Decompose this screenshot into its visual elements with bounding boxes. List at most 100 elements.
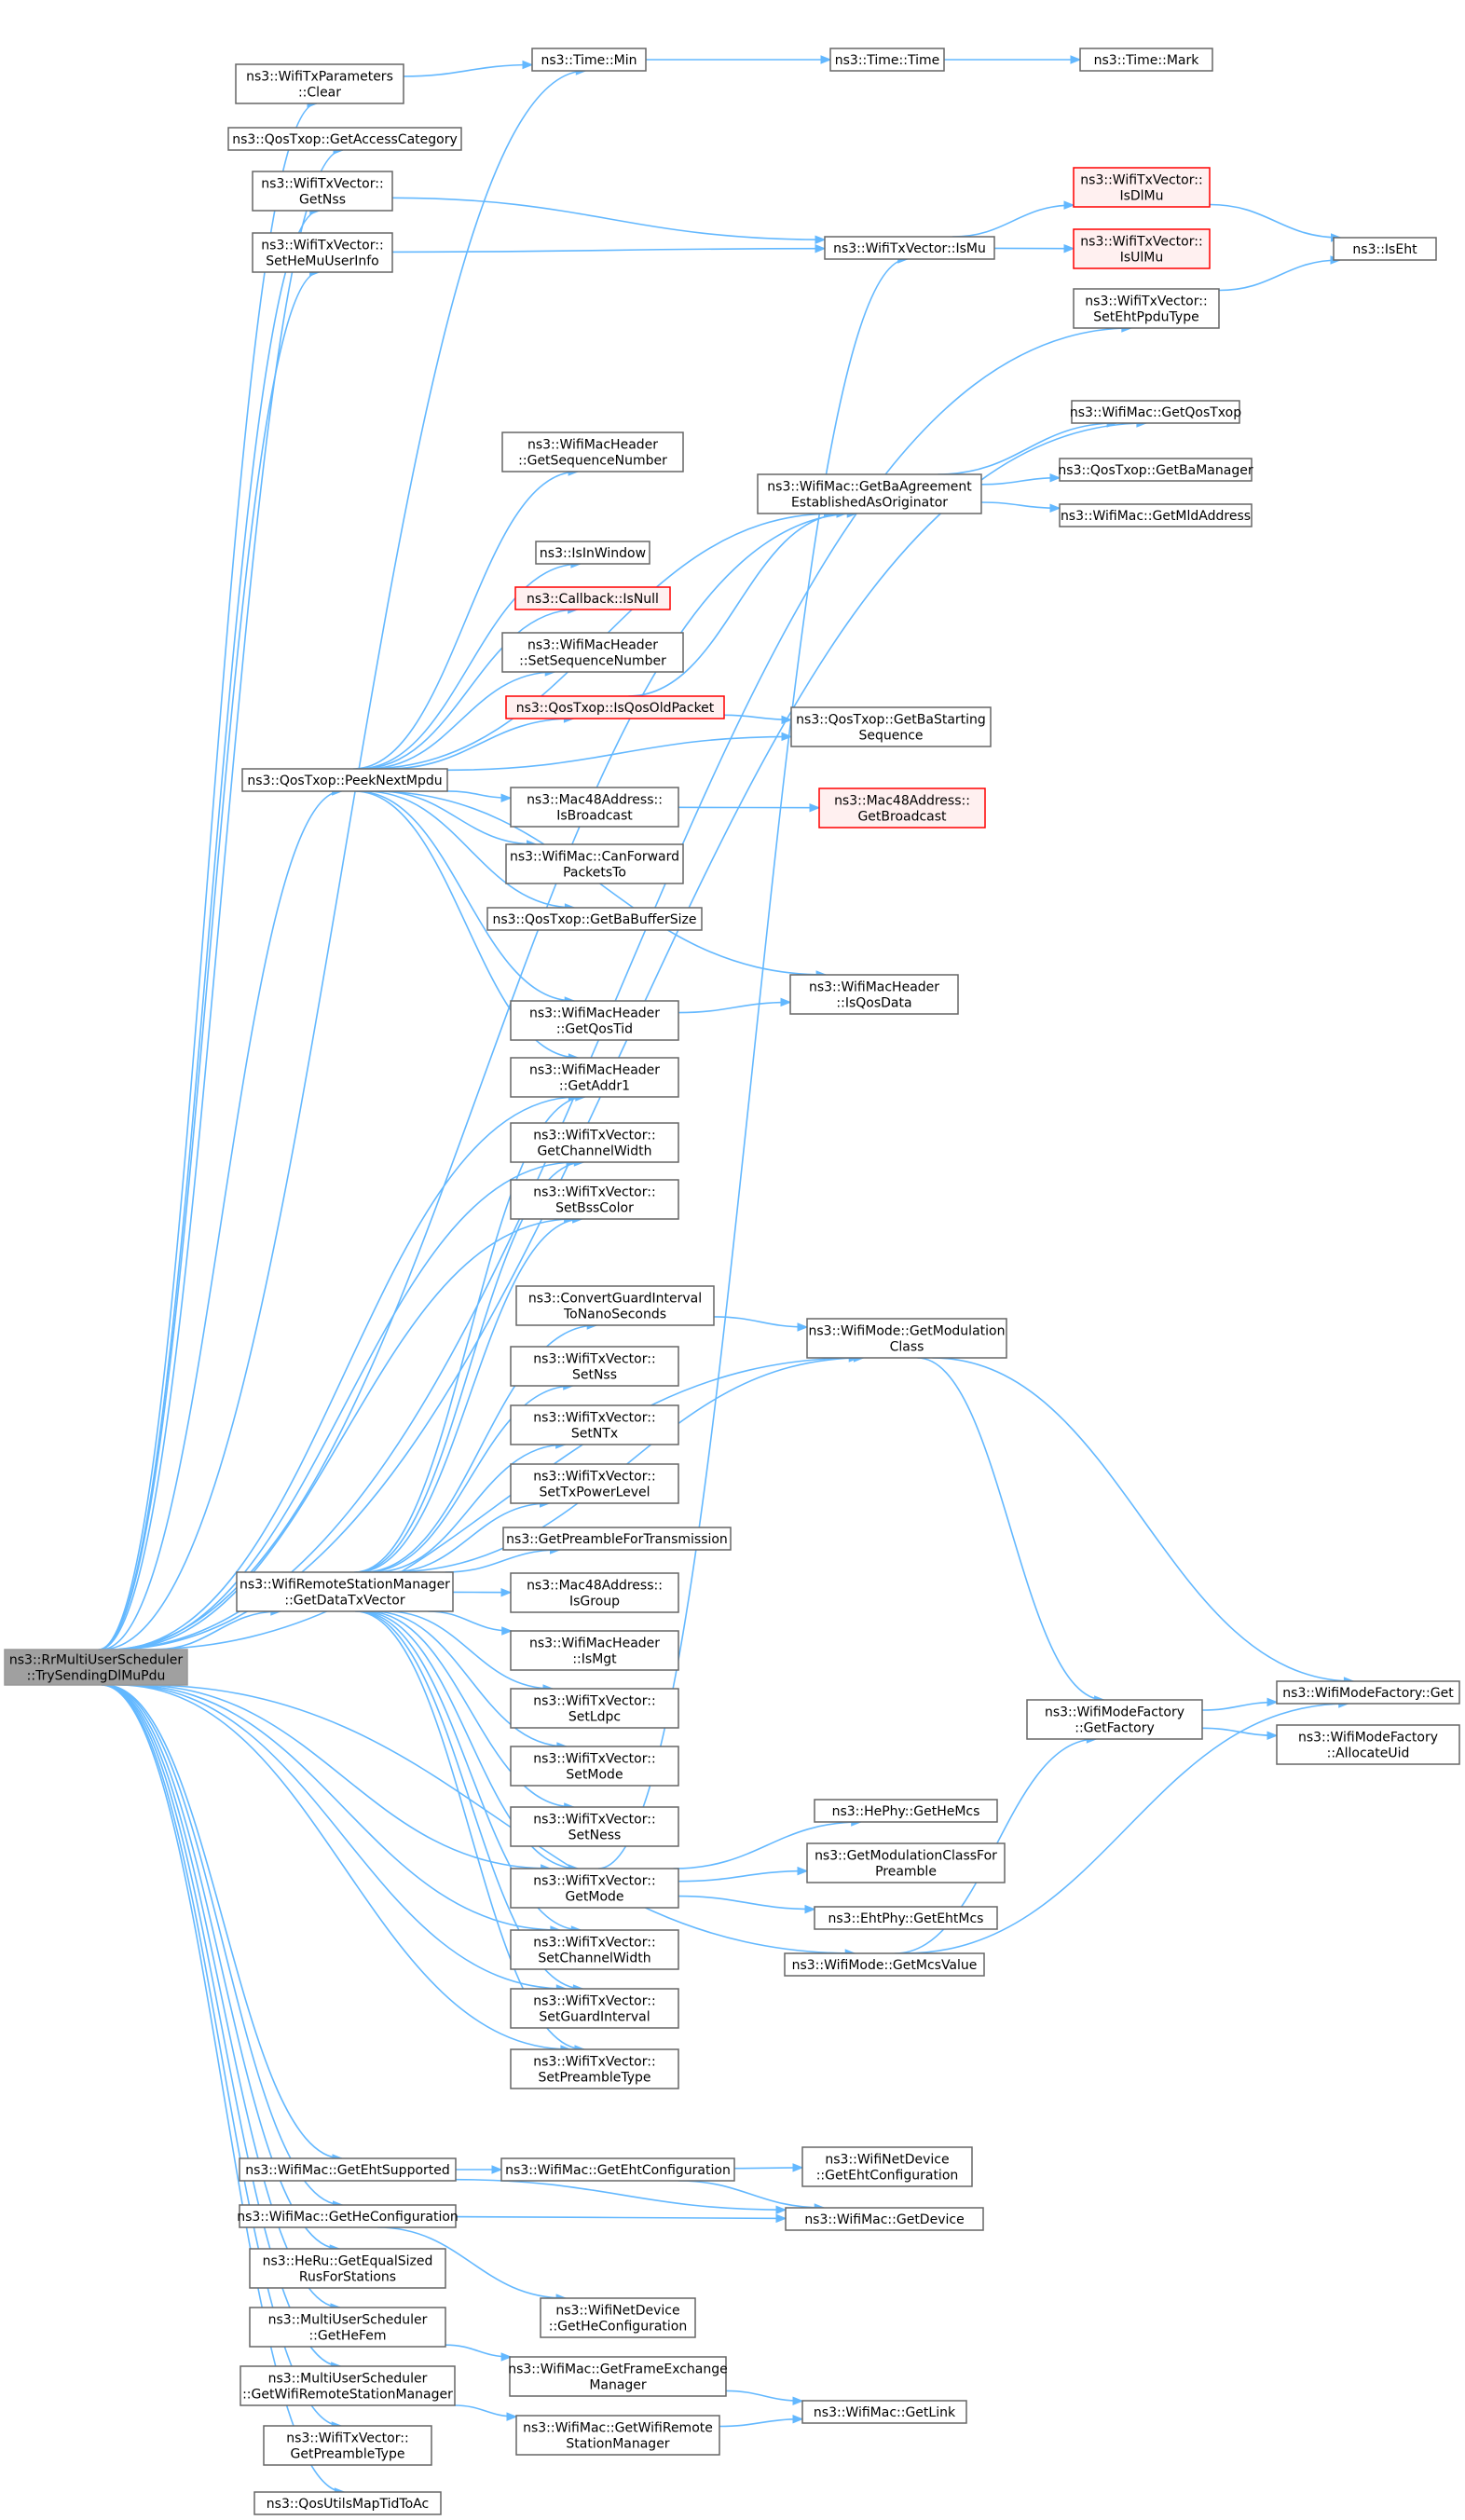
edge-arrowhead bbox=[775, 2205, 787, 2214]
graph-node-getPreamble[interactable]: ns3::GetPreambleForTransmission bbox=[502, 1527, 732, 1551]
graph-node-getBaAgreement[interactable]: ns3::WifiMac::GetBaAgreementEstablishedA… bbox=[757, 473, 982, 514]
graph-node-timeMark[interactable]: ns3::Time::Mark bbox=[1079, 48, 1213, 72]
graph-node-setLdpc[interactable]: ns3::WifiTxVector::SetLdpc bbox=[510, 1688, 679, 1729]
graph-node-setHeMuUserInfo[interactable]: ns3::WifiTxVector::SetHeMuUserInfo bbox=[252, 232, 393, 273]
graph-node-getMode[interactable]: ns3::WifiTxVector::GetMode bbox=[510, 1868, 679, 1909]
node-label: ns3::WifiNetDevice bbox=[555, 2304, 679, 2319]
graph-node-peekNextMpdu[interactable]: ns3::QosTxop::PeekNextMpdu bbox=[241, 768, 448, 792]
graph-node-getAccessCategory[interactable]: ns3::QosTxop::GetAccessCategory bbox=[227, 127, 462, 151]
edge-line bbox=[364, 790, 575, 909]
edge-line bbox=[1209, 203, 1341, 239]
edge-line bbox=[678, 2180, 825, 2209]
graph-node-wmfAllocateUid[interactable]: ns3::WifiModeFactory::AllocateUid bbox=[1276, 1724, 1460, 1765]
node-box bbox=[502, 1527, 732, 1551]
graph-node-getSeqNum[interactable]: ns3::WifiMacHeader::GetSequenceNumber bbox=[501, 431, 684, 472]
graph-node-getDevice[interactable]: ns3::WifiMac::GetDevice bbox=[785, 2207, 984, 2231]
graph-node-getDataTxVector[interactable]: ns3::WifiRemoteStationManager::GetDataTx… bbox=[236, 1571, 454, 1612]
graph-node-getEhtConfiguration[interactable]: ns3::WifiMac::GetEhtConfiguration bbox=[500, 2157, 735, 2182]
graph-node-getQosTxop[interactable]: ns3::WifiMac::GetQosTxop bbox=[1070, 400, 1241, 424]
graph-node-setGI[interactable]: ns3::WifiTxVector::SetGuardInterval bbox=[510, 1988, 679, 2029]
node-label: ns3::WifiMacHeader bbox=[809, 980, 939, 995]
graph-node-setEhtPpduType[interactable]: ns3::WifiTxVector::SetEhtPpduType bbox=[1073, 288, 1220, 329]
edge-line bbox=[723, 714, 792, 721]
node-label: ::GetDataTxVector bbox=[284, 1594, 405, 1609]
graph-node-timeTime[interactable]: ns3::Time::Time bbox=[829, 48, 945, 72]
node-label: ns3::QosTxop::GetAccessCategory bbox=[232, 132, 458, 147]
graph-node-setTxPower[interactable]: ns3::WifiTxVector::SetTxPowerLevel bbox=[510, 1463, 679, 1504]
graph-node-macGetWifiRsm[interactable]: ns3::WifiMac::GetWifiRemoteStationManage… bbox=[515, 2415, 720, 2456]
graph-node-isMu[interactable]: ns3::WifiTxVector::IsMu bbox=[824, 236, 995, 260]
edge-line bbox=[101, 70, 586, 1650]
node-box bbox=[531, 48, 647, 72]
graph-node-setNTx[interactable]: ns3::WifiTxVector::SetNTx bbox=[510, 1404, 679, 1445]
graph-node-root[interactable]: ns3::RrMultiUserScheduler::TrySendingDlM… bbox=[4, 1649, 188, 1686]
call-edge bbox=[678, 1866, 809, 1883]
graph-node-timeMin[interactable]: ns3::Time::Min bbox=[531, 48, 647, 72]
graph-node-setSeqNum[interactable]: ns3::WifiMacHeader::SetSequenceNumber bbox=[501, 632, 684, 673]
graph-node-isInWindow[interactable]: ns3::IsInWindow bbox=[535, 541, 650, 565]
graph-node-getEhtSupported[interactable]: ns3::WifiMac::GetEhtSupported bbox=[239, 2157, 457, 2182]
graph-node-netDevGetHeConf[interactable]: ns3::WifiNetDevice::GetHeConfiguration bbox=[540, 2297, 696, 2338]
graph-node-isUlMu[interactable]: ns3::WifiTxVector::IsUlMu bbox=[1073, 228, 1211, 269]
graph-node-setPreambleType[interactable]: ns3::WifiTxVector::SetPreambleType bbox=[510, 2048, 679, 2089]
call-edge bbox=[944, 55, 1082, 64]
call-edge bbox=[952, 200, 1075, 238]
edge-arrowhead bbox=[792, 2163, 804, 2172]
graph-node-callbackIsNull[interactable]: ns3::Callback::IsNull bbox=[514, 586, 671, 610]
graph-node-setChannelWidth[interactable]: ns3::WifiTxVector::SetChannelWidth bbox=[510, 1929, 679, 1970]
graph-node-getLink[interactable]: ns3::WifiMac::GetLink bbox=[801, 2400, 967, 2424]
node-label: ns3::WifiTxVector::IsMu bbox=[833, 241, 986, 256]
call-edge bbox=[107, 509, 858, 1650]
call-edge bbox=[98, 206, 322, 1650]
graph-node-getNss[interactable]: ns3::WifiTxVector::GetNss bbox=[252, 171, 393, 212]
graph-node-getBroadcast[interactable]: ns3::Mac48Address::GetBroadcast bbox=[818, 788, 986, 829]
graph-node-getPreambleType[interactable]: ns3::WifiTxVector::GetPreambleType bbox=[263, 2425, 432, 2466]
graph-node-isBroadcast[interactable]: ns3::Mac48Address::IsBroadcast bbox=[510, 787, 679, 828]
graph-node-getBaManager[interactable]: ns3::QosTxop::GetBaManager bbox=[1058, 458, 1253, 482]
graph-node-setNss[interactable]: ns3::WifiTxVector::SetNss bbox=[510, 1346, 679, 1387]
graph-node-getMcsValue[interactable]: ns3::WifiMode::GetMcsValue bbox=[784, 1952, 985, 1977]
graph-node-wmfGetFactory[interactable]: ns3::WifiModeFactory::GetFactory bbox=[1026, 1699, 1203, 1740]
edge-arrowhead bbox=[500, 793, 513, 803]
graph-node-getModClass[interactable]: ns3::WifiMode::GetModulationClass bbox=[806, 1318, 1007, 1359]
graph-node-getQosTid[interactable]: ns3::WifiMacHeader::GetQosTid bbox=[510, 1000, 679, 1041]
graph-node-getWifiRsm[interactable]: ns3::MultiUserScheduler::GetWifiRemoteSt… bbox=[240, 2365, 456, 2406]
call-edge bbox=[454, 2404, 518, 2421]
node-label: ns3::QosUtilsMapTidToAc bbox=[267, 2497, 429, 2512]
edge-line bbox=[678, 1001, 791, 1014]
graph-node-setMode[interactable]: ns3::WifiTxVector::SetMode bbox=[510, 1746, 679, 1787]
graph-node-getHeFem[interactable]: ns3::MultiUserScheduler::GetHeFem bbox=[249, 2307, 446, 2348]
graph-node-isEht[interactable]: ns3::IsEht bbox=[1333, 237, 1437, 261]
graph-node-isGroup[interactable]: ns3::Mac48Address::IsGroup bbox=[510, 1572, 679, 1613]
graph-node-setNess[interactable]: ns3::WifiTxVector::SetNess bbox=[510, 1806, 679, 1847]
graph-node-getChannelWidth[interactable]: ns3::WifiTxVector::GetChannelWidth bbox=[510, 1122, 679, 1163]
graph-node-ehtGetEhtMcs[interactable]: ns3::EhtPhy::GetEhtMcs bbox=[814, 1906, 998, 1930]
node-box bbox=[801, 2400, 967, 2424]
node-box bbox=[505, 695, 725, 719]
edge-line bbox=[455, 2178, 787, 2211]
node-label: ns3::WifiNetDevice bbox=[825, 2153, 949, 2168]
graph-node-qosUtilsMapTid[interactable]: ns3::QosUtilsMapTidToAc bbox=[253, 2491, 442, 2515]
node-box bbox=[1059, 503, 1253, 527]
node-label: ns3::QosTxop::GetBaManager bbox=[1058, 463, 1253, 478]
graph-node-txparamClear[interactable]: ns3::WifiTxParameters::Clear bbox=[235, 63, 404, 104]
graph-node-getAddr1[interactable]: ns3::WifiMacHeader::GetAddr1 bbox=[510, 1057, 679, 1098]
graph-node-setBssColor[interactable]: ns3::WifiTxVector::SetBssColor bbox=[510, 1179, 679, 1220]
graph-node-heGetHeMcs[interactable]: ns3::HePhy::GetHeMcs bbox=[814, 1799, 998, 1823]
graph-node-netDevGetEhtConf[interactable]: ns3::WifiNetDevice::GetEhtConfiguration bbox=[801, 2146, 973, 2187]
graph-node-isMgt[interactable]: ns3::WifiMacHeader::IsMgt bbox=[510, 1630, 679, 1671]
graph-node-isDlMu[interactable]: ns3::WifiTxVector::IsDlMu bbox=[1073, 167, 1211, 208]
graph-node-getHeConfiguration[interactable]: ns3::WifiMac::GetHeConfiguration bbox=[237, 2204, 459, 2228]
call-edge bbox=[980, 501, 1061, 514]
graph-node-getMldAddress[interactable]: ns3::WifiMac::GetMldAddress bbox=[1059, 503, 1253, 527]
graph-node-getBaBufferSize[interactable]: ns3::QosTxop::GetBaBufferSize bbox=[486, 907, 703, 931]
graph-node-isQosData[interactable]: ns3::WifiMacHeader::IsQosData bbox=[789, 974, 959, 1015]
graph-node-isQosOldPacket[interactable]: ns3::QosTxop::IsQosOldPacket bbox=[505, 695, 725, 719]
graph-node-wmfGet[interactable]: ns3::WifiModeFactory::Get bbox=[1276, 1680, 1460, 1705]
